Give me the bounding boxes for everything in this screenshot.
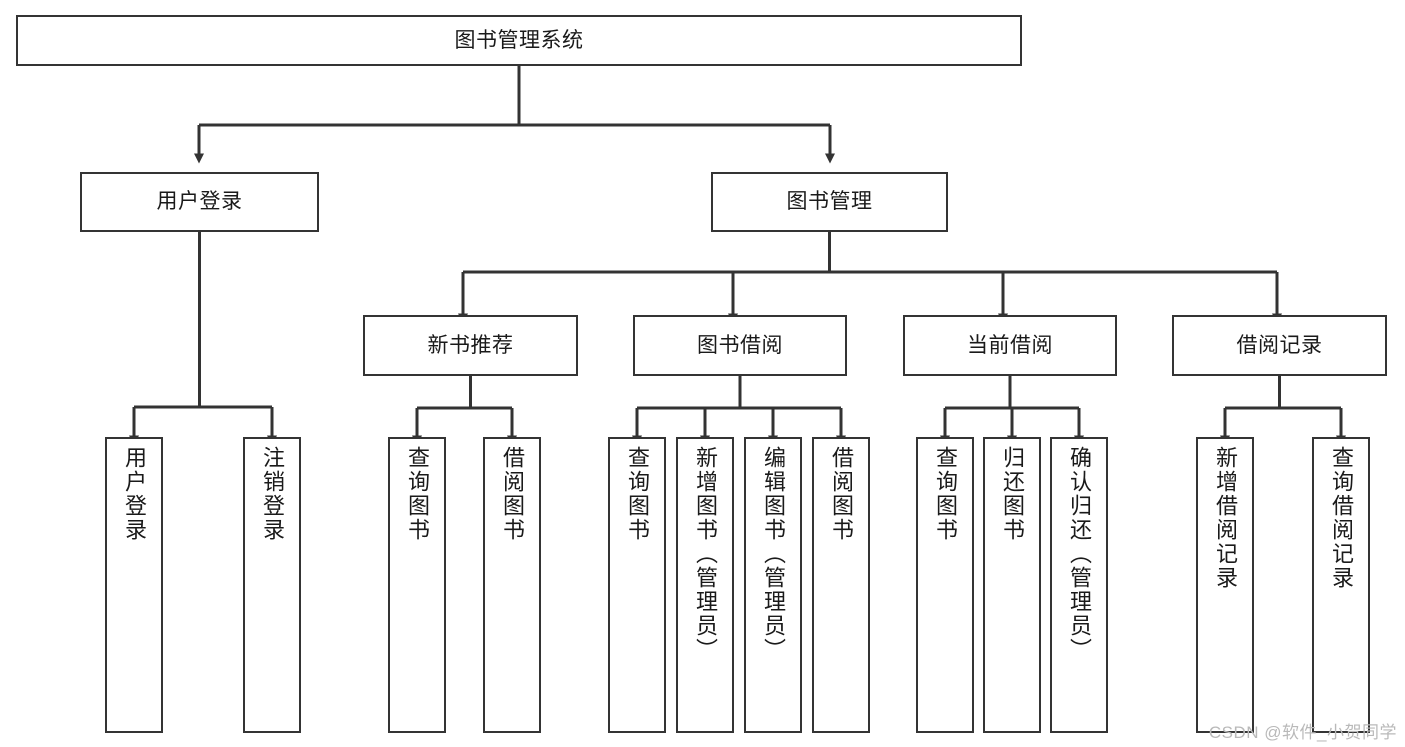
node-root-label: 图书管理系统 (454, 28, 584, 52)
node-leaf-edit-book-admin-label: 编辑图书（管理员） (761, 446, 786, 662)
node-book-borrow[interactable]: 图书借阅 (633, 315, 847, 376)
node-leaf-query-book-current[interactable]: 查询图书 (916, 437, 974, 733)
node-leaf-query-borrow-record-label: 查询借阅记录 (1329, 446, 1354, 590)
node-leaf-query-book-borrow[interactable]: 查询图书 (608, 437, 666, 733)
node-new-book-recommend[interactable]: 新书推荐 (363, 315, 578, 376)
node-root[interactable]: 图书管理系统 (16, 15, 1022, 66)
node-leaf-borrow-book-recommend[interactable]: 借阅图书 (483, 437, 541, 733)
node-leaf-query-book-borrow-label: 查询图书 (625, 446, 650, 542)
node-book-manage-label: 图书管理 (786, 190, 873, 214)
node-leaf-confirm-return-admin-label: 确认归还（管理员） (1067, 446, 1092, 662)
node-leaf-logout-login[interactable]: 注销登录 (243, 437, 301, 733)
node-leaf-user-login-label: 用户登录 (122, 446, 147, 542)
node-leaf-add-book-admin[interactable]: 新增图书（管理员） (676, 437, 734, 733)
node-book-manage[interactable]: 图书管理 (711, 172, 948, 232)
node-leaf-return-book[interactable]: 归还图书 (983, 437, 1041, 733)
node-user-login-label: 用户登录 (156, 190, 243, 214)
node-leaf-borrow-book[interactable]: 借阅图书 (812, 437, 870, 733)
node-leaf-return-book-label: 归还图书 (1000, 446, 1025, 542)
node-leaf-query-book-recommend[interactable]: 查询图书 (388, 437, 446, 733)
node-leaf-borrow-book-label: 借阅图书 (829, 446, 854, 542)
node-leaf-borrow-book-recommend-label: 借阅图书 (500, 446, 525, 542)
node-leaf-add-borrow-record-label: 新增借阅记录 (1213, 446, 1238, 590)
node-user-login[interactable]: 用户登录 (80, 172, 319, 232)
node-leaf-user-login[interactable]: 用户登录 (105, 437, 163, 733)
node-leaf-query-book-recommend-label: 查询图书 (405, 446, 430, 542)
node-leaf-logout-login-label: 注销登录 (260, 446, 285, 542)
node-leaf-query-borrow-record[interactable]: 查询借阅记录 (1312, 437, 1370, 733)
node-current-borrow[interactable]: 当前借阅 (903, 315, 1117, 376)
node-leaf-add-borrow-record[interactable]: 新增借阅记录 (1196, 437, 1254, 733)
node-leaf-confirm-return-admin[interactable]: 确认归还（管理员） (1050, 437, 1108, 733)
node-leaf-edit-book-admin[interactable]: 编辑图书（管理员） (744, 437, 802, 733)
csdn-watermark: CSDN @软件_小贺同学 (1208, 723, 1397, 742)
node-leaf-add-book-admin-label: 新增图书（管理员） (693, 446, 718, 662)
node-borrow-record[interactable]: 借阅记录 (1172, 315, 1387, 376)
node-borrow-record-label: 借阅记录 (1236, 333, 1323, 357)
connector-group (129, 66, 1346, 446)
node-new-book-recommend-label: 新书推荐 (427, 333, 514, 357)
node-current-borrow-label: 当前借阅 (967, 333, 1053, 357)
node-leaf-query-book-current-label: 查询图书 (933, 446, 958, 542)
node-book-borrow-label: 图书借阅 (697, 333, 783, 357)
